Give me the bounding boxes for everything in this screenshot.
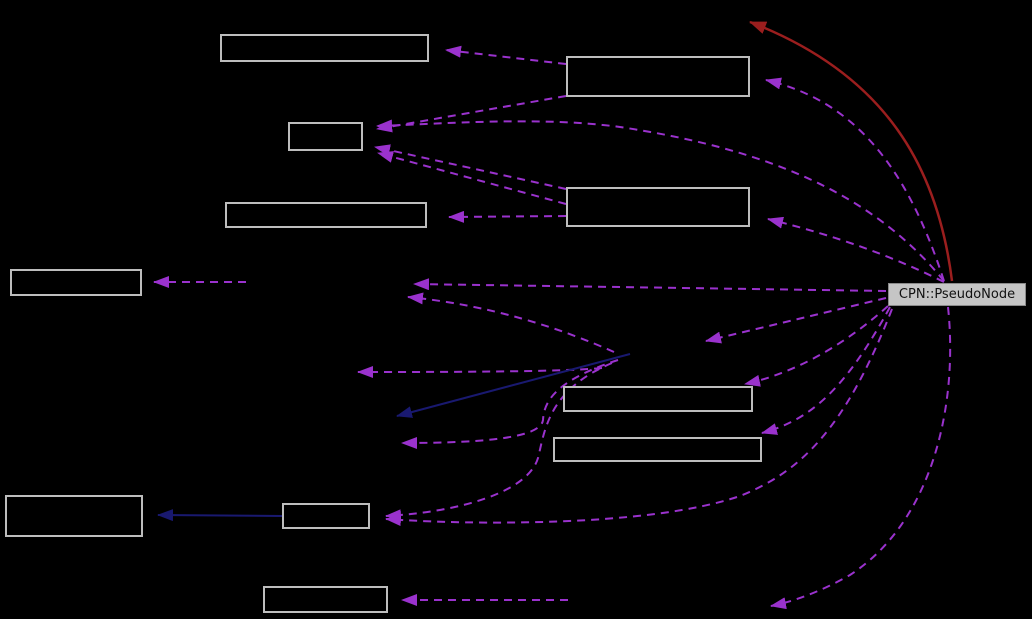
class-node-box-10[interactable] [282,503,370,529]
pseudonode-label-node[interactable]: CPN::PseudoNode [888,283,1026,306]
class-node-box-5[interactable] [225,202,427,228]
class-node-box-8[interactable] [553,437,762,462]
edge-hub-to-j-dashed [385,362,613,522]
edge-b-to-c-dashed [376,95,567,133]
edge-b-to-a-dashed [445,45,567,65]
class-node-box-4[interactable] [566,187,750,227]
edge-pseudonode-inheritance-red [749,20,954,282]
class-node-box-2[interactable] [566,56,750,97]
class-node-box-11[interactable] [263,586,388,613]
edge-pseudonode-to-d-dashed [767,216,945,283]
edge-hub-left-dashed-2 [357,365,603,378]
edge-d-to-c-dashed-1 [374,144,567,190]
class-node-box-6[interactable] [10,269,142,296]
edge-hub-blue-solid [396,353,631,418]
edge-d-to-c-dashed-2 [377,151,567,205]
edge-hub-left-dashed-1 [407,292,615,353]
edge-j-to-i-blue-solid [157,509,283,522]
edge-d-to-e-dashed [448,210,567,223]
class-node-box-7[interactable] [563,386,753,412]
edge-pseudonode-left-dashed-1 [413,278,887,292]
pseudonode-label-text: CPN::PseudoNode [898,287,1016,302]
class-node-box-3[interactable] [288,122,363,151]
edge-pseudonode-left-dashed-2 [705,297,887,344]
edge-pseudonode-to-j-dashed [385,308,893,527]
edge-pseudonode-to-b-dashed [765,77,945,282]
edge-pseudonode-bottom-arc-dashed [770,306,952,610]
edge-pseudonode-to-g-dashed [744,305,889,387]
edge-pseudonode-to-c-dashed [376,119,945,282]
edge-hub-down-left-dashed [401,359,619,449]
class-node-box-9[interactable] [5,495,143,537]
class-node-box-1[interactable] [220,34,429,62]
edge-pseudonode-to-h-dashed [761,306,891,435]
